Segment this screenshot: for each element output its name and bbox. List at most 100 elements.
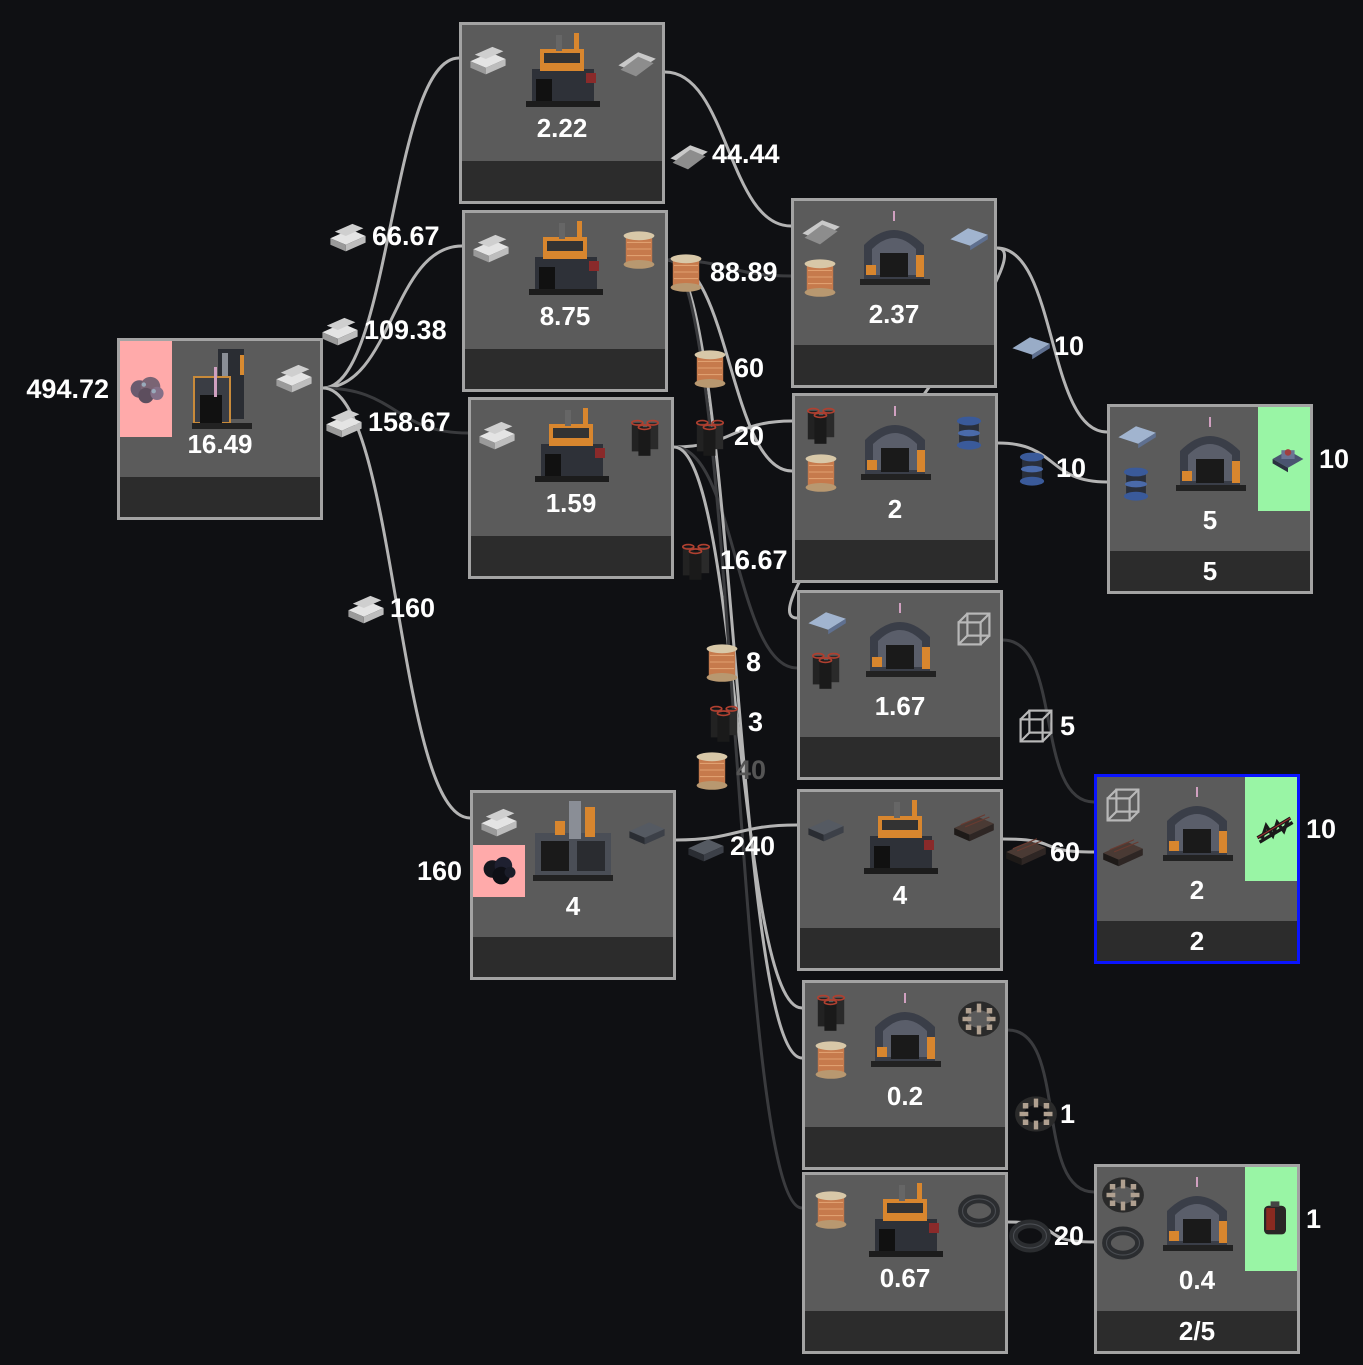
beam-icon <box>1004 830 1048 874</box>
machine-count: 2 <box>1189 875 1205 905</box>
coil-icon <box>1114 461 1158 505</box>
edge-label[interactable]: 60 <box>688 346 764 390</box>
edge-beam[interactable] <box>1002 837 1095 854</box>
node-footer <box>462 161 662 201</box>
machine-count: 2.22 <box>536 113 588 143</box>
machine-count: 4 <box>565 891 581 921</box>
machine-count: 0.2 <box>886 1081 924 1111</box>
edge-rate: 240 <box>730 830 776 861</box>
constructor-icon <box>517 217 613 313</box>
edge-rate: 109.38 <box>364 314 447 345</box>
recipe-node-constructor[interactable]: 1.59 <box>468 397 674 579</box>
recipe-node-constructor[interactable]: 4 <box>797 789 1003 971</box>
edge-label[interactable]: 10 <box>1008 324 1084 368</box>
wire-icon <box>617 227 661 271</box>
edge-label[interactable]: 40 <box>690 748 766 792</box>
edge-label[interactable]: 20 <box>688 414 764 458</box>
node-footer: 2/5 <box>1097 1311 1297 1351</box>
recipe-node-assembler[interactable]: 2.37 <box>791 198 997 388</box>
wire-icon <box>798 255 842 299</box>
machine-count: 0.67 <box>879 1263 931 1293</box>
edge-label[interactable]: 5 <box>1014 704 1075 748</box>
tube-icon <box>809 989 853 1033</box>
sheet-icon <box>614 39 658 83</box>
recipe-node-smelter[interactable]: 16.49 <box>117 338 323 520</box>
edge-ingot[interactable] <box>322 244 463 390</box>
node-footer <box>120 477 320 517</box>
edge-rate: 66.67 <box>372 220 440 251</box>
edge-label[interactable]: 66.67 <box>326 214 440 258</box>
recipe-node-constructor[interactable]: 2.22 <box>459 22 665 204</box>
edge-label[interactable]: 88.89 <box>664 250 778 294</box>
machine-count: 8.75 <box>539 301 591 331</box>
recipe-node-assembler[interactable]: 2 <box>792 393 998 583</box>
wire-icon <box>700 640 744 684</box>
node-footer: 2 <box>1097 921 1297 961</box>
edge-label[interactable]: 8 <box>700 640 761 684</box>
edge-ingot[interactable] <box>322 386 469 435</box>
plate-icon <box>804 599 848 643</box>
ingot-icon <box>344 586 388 630</box>
edge-label[interactable]: 16.67 <box>674 538 788 582</box>
tube-icon <box>688 414 732 458</box>
plate-icon <box>1008 324 1052 368</box>
ingot-icon <box>326 214 370 258</box>
edge-label[interactable]: 160 <box>344 586 435 630</box>
ingot-icon <box>318 308 362 352</box>
tube-icon <box>623 414 667 458</box>
truss-icon <box>1253 807 1297 851</box>
external-output-rate: 10 <box>1306 814 1337 844</box>
recipe-node-constructor[interactable]: 0.67 <box>802 1172 1008 1354</box>
tube-icon <box>674 538 718 582</box>
tube-icon <box>804 647 848 691</box>
edge-tube[interactable] <box>673 419 793 449</box>
edge-tube[interactable] <box>673 445 798 670</box>
node-footer <box>800 928 1000 968</box>
edge-sheet[interactable] <box>664 70 792 228</box>
edge-frame[interactable] <box>1002 638 1095 804</box>
edge-plate[interactable] <box>996 246 1108 434</box>
edge-label[interactable]: 1 <box>1014 1092 1075 1136</box>
node-footer <box>473 937 673 977</box>
external-output-rate: 10 <box>1319 444 1350 474</box>
ingot-icon <box>469 225 513 269</box>
ore-icon <box>124 367 168 411</box>
edge-rate: 8 <box>746 646 762 677</box>
coil-icon <box>1010 446 1054 490</box>
edge-label[interactable]: 20 <box>1008 1214 1084 1258</box>
edge-label[interactable]: 10 <box>1010 446 1086 490</box>
recipe-node-constructor[interactable]: 8.75 <box>462 210 668 392</box>
external-output-rate: 1 <box>1306 1204 1322 1234</box>
frame-icon <box>1014 704 1058 748</box>
edge-tube[interactable] <box>673 445 803 1010</box>
device-icon <box>1266 437 1310 481</box>
edge-label[interactable]: 60 <box>1004 830 1080 874</box>
edge-steel-ingot[interactable] <box>675 823 798 842</box>
node-footer <box>794 345 994 385</box>
assembler-icon <box>1162 411 1258 507</box>
recipe-node-foundry[interactable]: 4 <box>470 790 676 980</box>
edge-label[interactable]: 44.44 <box>666 132 780 176</box>
edge-coil[interactable] <box>997 441 1108 484</box>
ingot-icon <box>272 355 316 399</box>
node-footer <box>471 536 671 576</box>
edge-ingot[interactable] <box>322 56 460 390</box>
rotor-icon <box>957 997 1001 1041</box>
assembler-icon <box>847 400 943 496</box>
edge-rate: 20 <box>734 420 765 451</box>
edge-label[interactable]: 240 <box>684 824 775 868</box>
edge-label[interactable]: 158.67 <box>322 400 451 444</box>
node-footer <box>805 1311 1005 1351</box>
recipe-node-assembler[interactable]: 0.2 <box>802 980 1008 1170</box>
wire-icon <box>690 748 734 792</box>
edge-rate: 10 <box>1056 452 1087 483</box>
edge-label[interactable]: 109.38 <box>318 308 447 352</box>
recipe-node-assembler[interactable]: 1.67 <box>797 590 1003 780</box>
constructor-icon <box>852 796 948 892</box>
edge-label[interactable]: 3 <box>702 700 763 744</box>
external-input-rate: 160 <box>416 856 462 886</box>
wire-icon <box>688 346 732 390</box>
